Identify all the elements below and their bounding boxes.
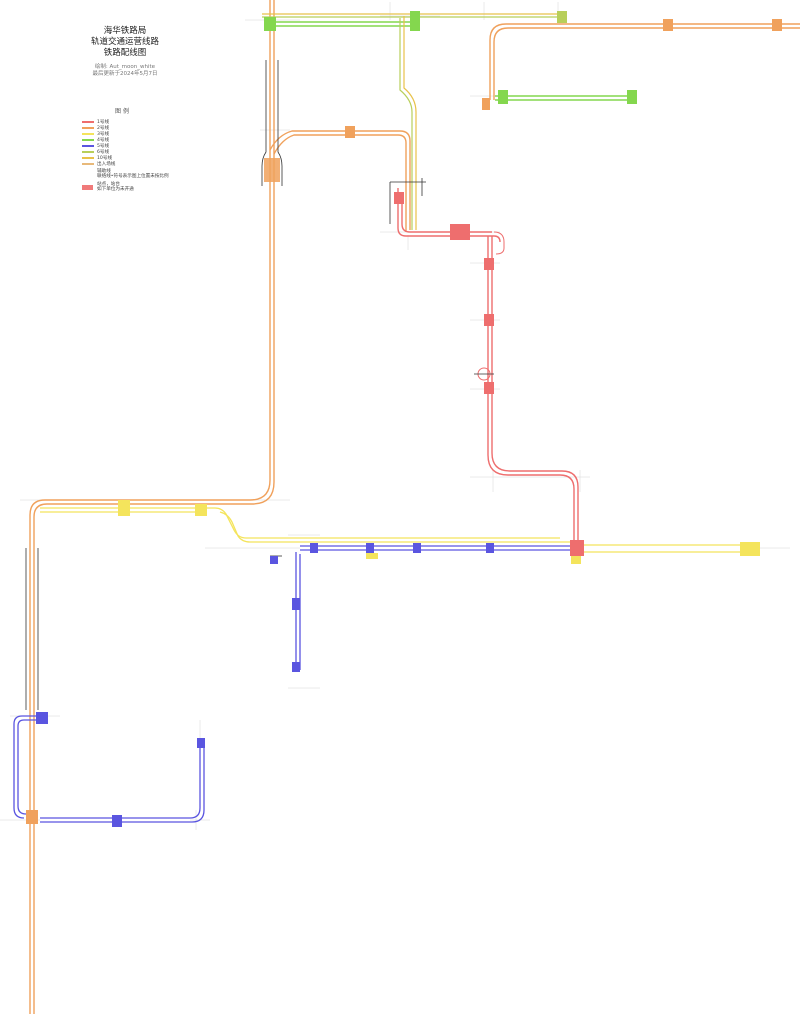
legend-note-unopened: 如下单位为未开通 (97, 187, 134, 193)
station-block (484, 258, 494, 270)
station-block (292, 598, 300, 610)
line-5-track (13, 545, 580, 823)
station-block (197, 738, 205, 748)
station-block (292, 662, 300, 672)
map-title: 海华铁路局 轨道交通运营线路 铁路配线图 (70, 26, 180, 59)
station-block (366, 553, 378, 559)
legend-note-aux: 辅助线 (97, 169, 111, 174)
station-block (450, 224, 470, 240)
legend-label: 2号线 (97, 126, 110, 131)
station-block (264, 17, 276, 31)
station-block (366, 543, 374, 553)
legend-station-notes: 站点，站台 如下单位为未开通 (97, 182, 134, 193)
legend-item-station: 站点，站台 如下单位为未开通 (82, 182, 192, 193)
station-block (557, 11, 567, 23)
legend-item-line10: 10号线 (82, 155, 192, 161)
station-block (663, 19, 673, 31)
legend-station-swatch (82, 184, 93, 190)
legend-note-station: 站点，站台 (97, 181, 120, 187)
legend-item-line1: 1号线 (82, 119, 192, 125)
station-block (118, 500, 130, 516)
line-10-track (262, 13, 560, 230)
legend-swatch (82, 163, 94, 165)
station-block (112, 815, 122, 827)
legend-item-line5: 5号线 (82, 143, 192, 149)
station-block (413, 543, 421, 553)
line-1-loop (477, 231, 505, 381)
legend-label: 出入场线 (97, 162, 116, 167)
legend-label: 3号线 (97, 132, 110, 137)
title-line-3: 铁路配线图 (103, 48, 147, 58)
author-text: 绘制: Aut_moon_white (94, 64, 156, 70)
legend-item-line3: 3号线 (82, 131, 192, 137)
legend-title: 图 例 (115, 108, 129, 115)
stations (26, 11, 782, 827)
legend: 图 例 1号线 2号线 3号线 4号线 5号线 6号线 10号线 出入场线 辅助… (82, 106, 192, 193)
station-block (740, 542, 760, 556)
title-line-1: 海华铁路局 (103, 26, 147, 36)
legend-label: 10号线 (97, 156, 113, 161)
station-block (498, 90, 508, 104)
line-2-track (29, 0, 800, 1014)
station-block (484, 314, 494, 326)
legend-swatch (82, 151, 94, 153)
station-block (410, 11, 420, 31)
legend-item-line4: 4号线 (82, 137, 192, 143)
legend-swatch (82, 121, 94, 123)
reference-marks (0, 2, 790, 830)
legend-label: 5号线 (97, 144, 110, 149)
station-block (484, 382, 494, 394)
legend-label: 6号线 (97, 150, 110, 155)
title-line-2: 轨道交通运营线路 (90, 37, 159, 47)
legend-swatch (82, 133, 94, 135)
station-block (36, 712, 48, 724)
legend-swatch (82, 145, 94, 147)
station-block (772, 19, 782, 31)
line-1-track (397, 188, 579, 548)
legend-item-line2: 2号线 (82, 125, 192, 131)
legend-item-depot: 出入场线 (82, 161, 192, 167)
station-block (482, 98, 490, 110)
legend-swatch (82, 157, 94, 159)
aux-track (25, 60, 494, 710)
legend-swatch (82, 139, 94, 141)
legend-item-line6: 6号线 (82, 149, 192, 155)
station-block (310, 543, 318, 553)
station-block (570, 540, 584, 556)
line-4-track (264, 21, 635, 101)
legend-swatch (82, 127, 94, 129)
station-block (264, 158, 280, 182)
station-block (270, 556, 278, 564)
updated-text: 最后更新于2024年5月7日 (92, 71, 158, 77)
legend-label: 4号线 (97, 138, 110, 143)
station-block (486, 543, 494, 553)
station-block (26, 810, 38, 824)
station-block (195, 504, 207, 516)
legend-note-link: 联络线•符号表示图上位置未按比例 (97, 174, 169, 180)
station-block (571, 556, 581, 564)
station-block (394, 192, 404, 204)
map-credit: 绘制: Aut_moon_white 最后更新于2024年5月7日 (70, 64, 180, 78)
station-block (345, 126, 355, 138)
line-6-track (262, 16, 560, 230)
legend-label: 1号线 (97, 120, 110, 125)
station-block (627, 90, 637, 104)
